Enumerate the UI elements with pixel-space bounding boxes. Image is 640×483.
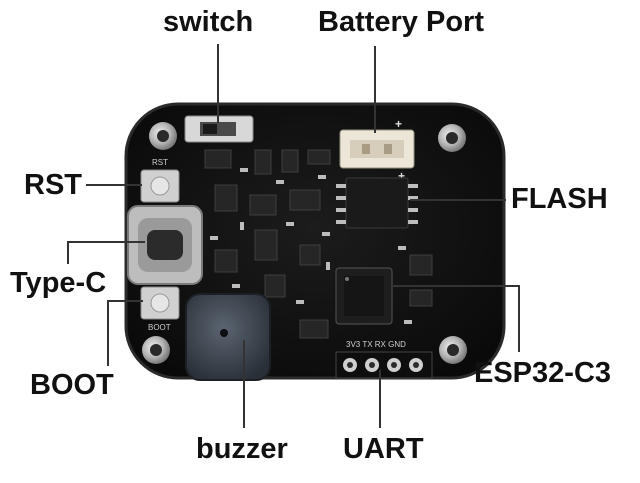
leader-type-c bbox=[67, 241, 145, 264]
label-flash: FLASH bbox=[511, 183, 608, 215]
small-components bbox=[204, 149, 433, 339]
esp32-c3-chip bbox=[335, 267, 393, 325]
usb-type-c-port bbox=[127, 205, 203, 285]
mounting-hole-top-right bbox=[438, 124, 466, 152]
uart-silkscreen: 3V3 TX RX GND bbox=[346, 340, 406, 349]
mounting-hole-bottom-left bbox=[142, 336, 170, 364]
boot-silkscreen: BOOT bbox=[148, 323, 171, 332]
mounting-hole-bottom-right bbox=[439, 336, 467, 364]
passive-components bbox=[210, 168, 412, 324]
buzzer bbox=[185, 293, 271, 381]
leader-boot bbox=[107, 300, 143, 366]
battery-connector bbox=[339, 129, 415, 169]
label-esp32-c3: ESP32-C3 bbox=[474, 357, 612, 389]
label-boot: BOOT bbox=[30, 369, 114, 401]
label-switch: switch bbox=[163, 6, 254, 38]
battery-plus-mark: + bbox=[395, 117, 402, 131]
leader-lines bbox=[67, 44, 520, 428]
rst-silkscreen: RST bbox=[152, 158, 168, 167]
label-battery-port: Battery Port bbox=[318, 6, 484, 38]
label-rst: RST bbox=[24, 169, 82, 201]
mounting-hole-top-left bbox=[149, 122, 177, 150]
label-uart: UART bbox=[343, 433, 424, 465]
uart-header bbox=[335, 351, 433, 379]
slide-switch bbox=[184, 115, 254, 143]
boot-button bbox=[140, 286, 180, 320]
leader-esp32 bbox=[392, 285, 520, 352]
label-type-c: Type-C bbox=[10, 267, 107, 299]
flash-chip bbox=[336, 177, 418, 229]
label-buzzer: buzzer bbox=[196, 433, 288, 465]
rst-button bbox=[140, 169, 180, 203]
battery-plus-mark-2: + bbox=[398, 169, 405, 183]
